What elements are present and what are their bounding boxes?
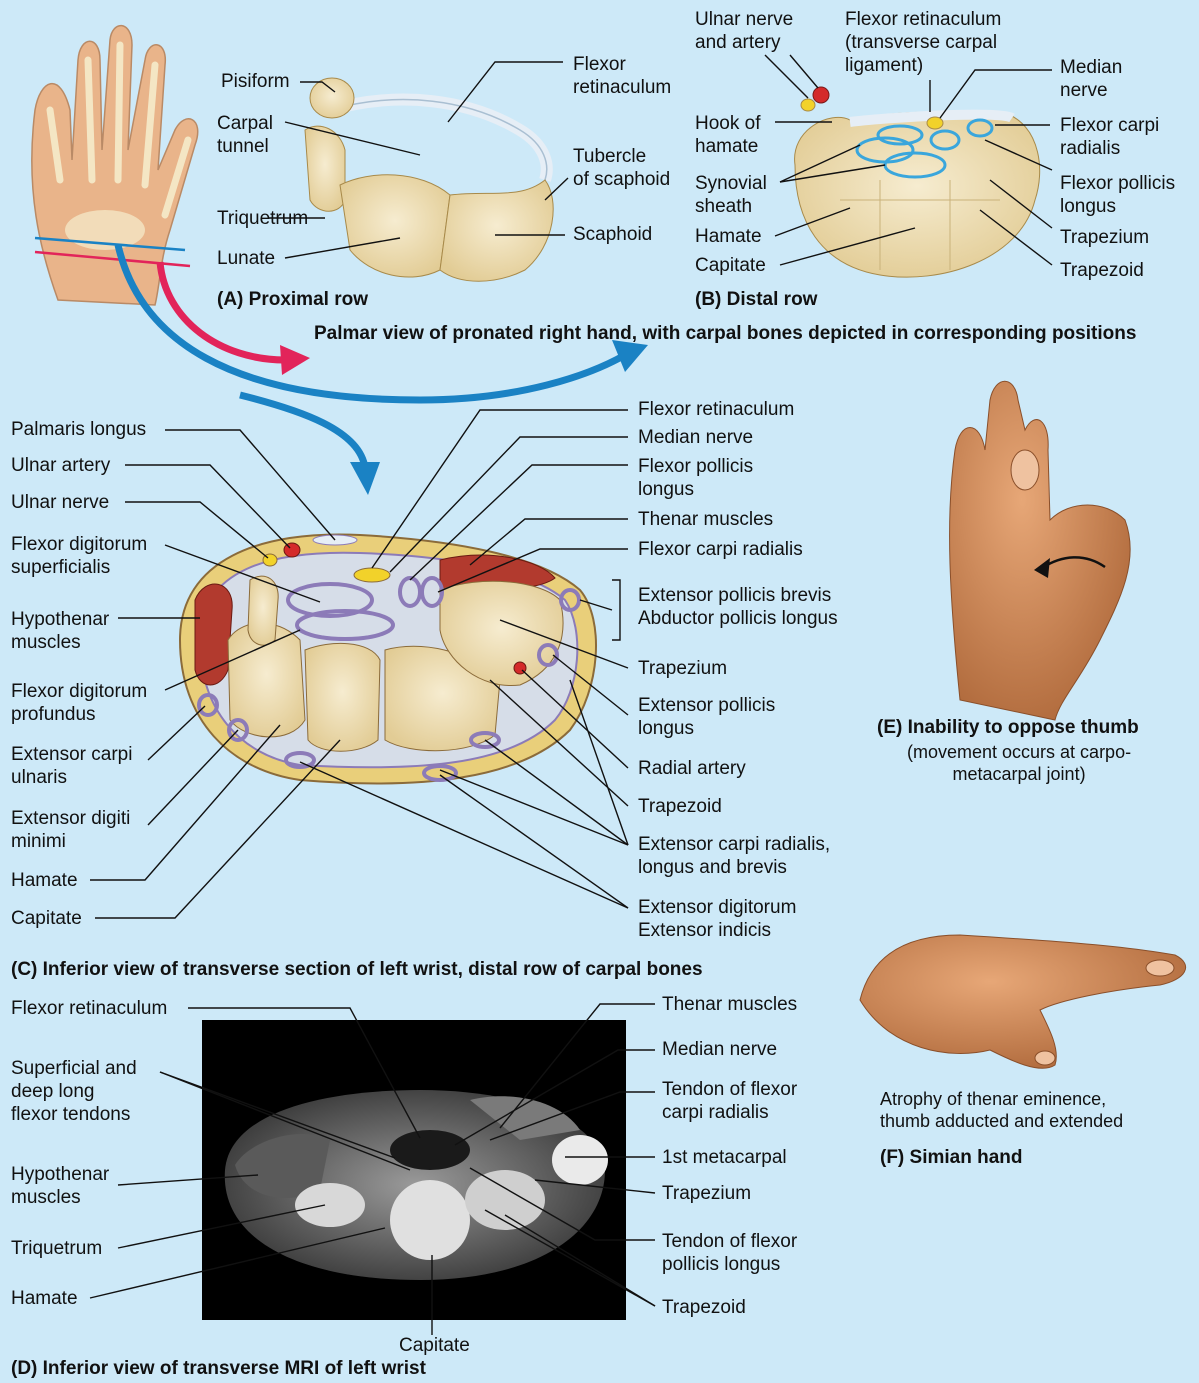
label-hypothenar-d: Hypothenar muscles: [11, 1163, 109, 1209]
label-triquetrum-d: Triquetrum: [11, 1237, 102, 1260]
label-epb-apl: Extensor pollicis brevis Abductor pollic…: [638, 584, 838, 630]
cross-section-illustration: [180, 534, 596, 783]
label-capitate-b: Capitate: [695, 254, 766, 277]
label-ecu: Extensor carpi ulnaris: [11, 743, 132, 789]
label-ulnar-nerve-artery: Ulnar nerve and artery: [695, 8, 793, 54]
label-fpl-c: Flexor pollicis longus: [638, 455, 753, 501]
label-ed-ei: Extensor digitorum Extensor indicis: [638, 896, 796, 942]
label-hypothenar-c: Hypothenar muscles: [11, 608, 109, 654]
caption-panel-b: (B) Distal row: [695, 288, 817, 311]
label-flexor-retinaculum-d: Flexor retinaculum: [11, 997, 167, 1020]
label-hook-hamate: Hook of hamate: [695, 112, 760, 158]
label-fpl-b: Flexor pollicis longus: [1060, 172, 1175, 218]
label-ulnar-artery: Ulnar artery: [11, 454, 110, 477]
label-ecrlb: Extensor carpi radialis, longus and brev…: [638, 833, 830, 879]
caption-panel-c: (C) Inferior view of transverse section …: [11, 958, 703, 981]
caption-panel-f: (F) Simian hand: [880, 1146, 1023, 1169]
label-epl: Extensor pollicis longus: [638, 694, 775, 740]
label-fcr-b: Flexor carpi radialis: [1060, 114, 1159, 160]
label-lunate: Lunate: [217, 247, 275, 270]
label-median-nerve-c: Median nerve: [638, 426, 753, 449]
label-median-nerve-b: Median nerve: [1060, 56, 1122, 102]
label-first-metacarpal: 1st metacarpal: [662, 1146, 787, 1169]
proximal-row-illustration: [305, 78, 553, 281]
label-capitate-c: Capitate: [11, 907, 82, 930]
red-arrow-head: [280, 345, 310, 375]
caption-panel-e: (E) Inability to oppose thumb: [877, 716, 1139, 739]
label-pisiform: Pisiform: [221, 70, 290, 93]
label-fpl-tendon: Tendon of flexor pollicis longus: [662, 1230, 797, 1276]
label-hamate-d: Hamate: [11, 1287, 78, 1310]
label-thenar-d: Thenar muscles: [662, 993, 797, 1016]
label-flexor-retinaculum-b: Flexor retinaculum (transverse carpal li…: [845, 8, 1001, 77]
label-flexor-retinaculum-c: Flexor retinaculum: [638, 398, 794, 421]
hand-skeleton-illustration: [32, 26, 198, 305]
label-trapezoid-b: Trapezoid: [1060, 259, 1144, 282]
blue-arrow-down: [240, 395, 365, 468]
simian-hand-illustration: [860, 935, 1186, 1068]
label-trapezium-c: Trapezium: [638, 657, 727, 680]
label-flexor-retinaculum-a: Flexor retinaculum: [573, 53, 671, 99]
label-fds: Flexor digitorum superficialis: [11, 533, 147, 579]
label-fcr-c: Flexor carpi radialis: [638, 538, 803, 561]
caption-panel-a: (A) Proximal row: [217, 288, 368, 311]
subtitle-panel-e: (movement occurs at carpo- metacarpal jo…: [907, 741, 1131, 785]
label-triquetrum: Triquetrum: [217, 207, 308, 230]
caption-palmar-view: Palmar view of pronated right hand, with…: [314, 322, 1136, 345]
label-flexor-tendons: Superficial and deep long flexor tendons: [11, 1057, 137, 1126]
label-thenar-c: Thenar muscles: [638, 508, 773, 531]
label-scaphoid: Scaphoid: [573, 223, 652, 246]
description-panel-f: Atrophy of thenar eminence, thumb adduct…: [880, 1088, 1123, 1132]
red-arrow: [160, 262, 285, 360]
hand-opposition-illustration: [950, 381, 1131, 720]
label-ulnar-nerve: Ulnar nerve: [11, 491, 109, 514]
label-palmaris-longus: Palmaris longus: [11, 418, 146, 441]
label-synovial-sheath: Synovial sheath: [695, 172, 767, 218]
label-capitate-d: Capitate: [399, 1334, 470, 1357]
label-tubercle-scaphoid: Tubercle of scaphoid: [573, 145, 670, 191]
mri-image: [202, 1020, 626, 1320]
label-fdp: Flexor digitorum profundus: [11, 680, 147, 726]
label-trapezoid-d: Trapezoid: [662, 1296, 746, 1319]
label-radial-artery: Radial artery: [638, 757, 746, 780]
label-fcr-tendon: Tendon of flexor carpi radialis: [662, 1078, 797, 1124]
label-trapezium-d: Trapezium: [662, 1182, 751, 1205]
label-median-nerve-d: Median nerve: [662, 1038, 777, 1061]
label-trapezoid-c: Trapezoid: [638, 795, 722, 818]
label-trapezium-b: Trapezium: [1060, 226, 1149, 249]
label-hamate-c: Hamate: [11, 869, 78, 892]
distal-row-illustration: [795, 87, 1040, 277]
label-edm: Extensor digiti minimi: [11, 807, 130, 853]
blue-arrow-down-head: [350, 462, 380, 495]
label-hamate-b: Hamate: [695, 225, 762, 248]
caption-panel-d: (D) Inferior view of transverse MRI of l…: [11, 1357, 426, 1380]
label-carpal-tunnel: Carpal tunnel: [217, 112, 273, 158]
